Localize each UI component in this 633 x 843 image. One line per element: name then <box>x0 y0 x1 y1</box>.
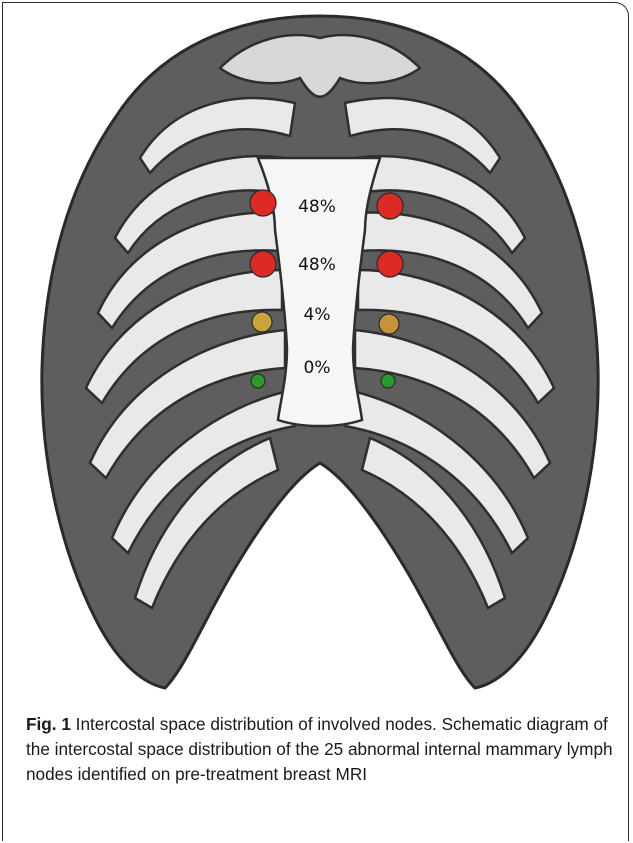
node-right-row-4 <box>381 374 395 388</box>
node-left-row-2 <box>250 251 276 277</box>
percent-label-row-2: 48% <box>298 255 336 275</box>
rib-cage-diagram: 48% 48% 4% 0% <box>20 8 620 698</box>
node-left-row-1 <box>250 190 276 216</box>
figure-label: Fig. 1 <box>26 714 71 734</box>
node-left-row-3 <box>252 312 272 332</box>
percent-label-row-3: 4% <box>304 305 331 325</box>
caption-text: Intercostal space distribution of involv… <box>26 714 613 784</box>
percent-label-row-1: 48% <box>298 197 336 217</box>
node-right-row-1 <box>377 193 403 219</box>
node-right-row-3 <box>379 314 399 334</box>
percent-label-row-4: 0% <box>304 358 331 378</box>
node-right-row-2 <box>377 251 403 277</box>
node-left-row-4 <box>251 374 265 388</box>
figure-caption: Fig. 1 Intercostal space distribution of… <box>26 712 616 787</box>
